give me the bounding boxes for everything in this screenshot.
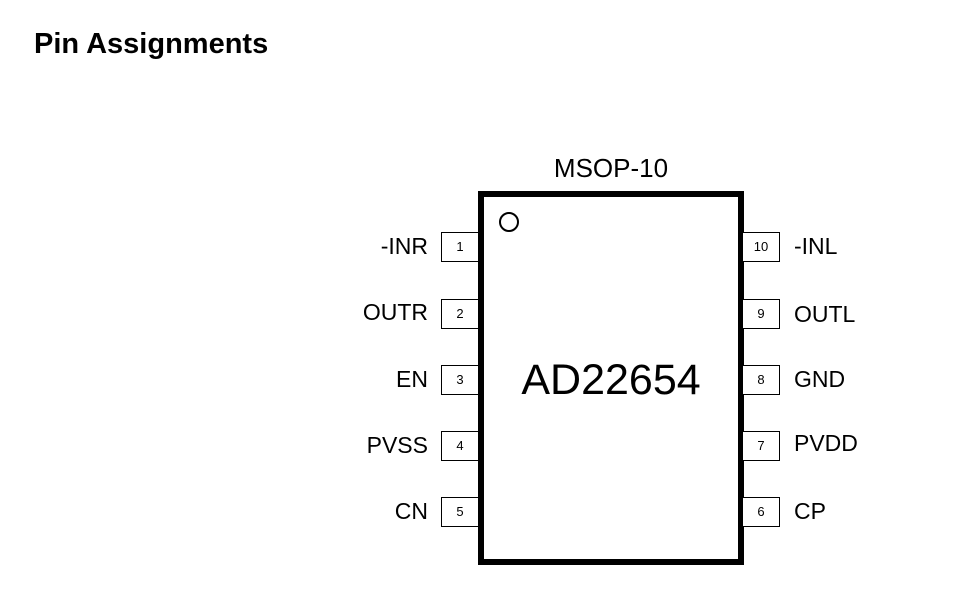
pin-number-8: 8 [742,365,780,395]
chip-body [478,191,744,565]
pin-number-10: 10 [742,232,780,262]
pin-label-7: PVDD [794,430,858,456]
pin-number-2: 2 [441,299,479,329]
pin-label-4: PVSS [366,432,428,458]
pin-label-3: EN [396,366,428,392]
pin-label-5: CN [394,498,428,524]
pin-label-10: -INL [794,233,838,259]
pin-label-1: -INR [380,233,428,259]
pin-number-1: 1 [441,232,479,262]
part-number: AD22654 [521,356,701,404]
pin-number-9: 9 [742,299,780,329]
pin-label-9: OUTL [794,301,856,327]
pin-label-8: GND [794,366,846,392]
pin-number-3: 3 [441,365,479,395]
pin-number-7: 7 [742,431,780,461]
pin1-indicator-icon [499,212,519,232]
pin-number-6: 6 [742,497,780,527]
pin-number-5: 5 [441,497,479,527]
pin-label-6: CP [794,498,826,524]
package-label: MSOP-10 [553,153,669,183]
page-title: Pin Assignments [34,28,269,60]
pin-label-2: OUTR [362,299,428,325]
pin-number-4: 4 [441,431,479,461]
